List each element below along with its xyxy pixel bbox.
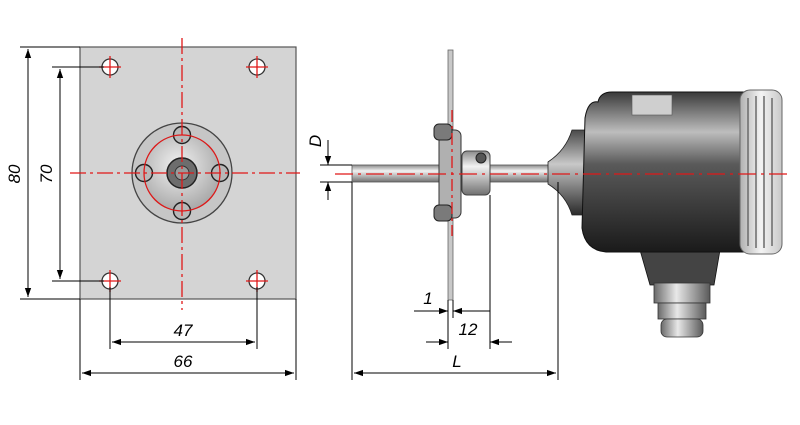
dimension-flange-offset <box>426 195 512 349</box>
housing-body <box>581 91 747 253</box>
lid-ribs <box>747 96 773 248</box>
front-view: 80 70 47 66 <box>5 38 300 380</box>
dimension-wall-thickness <box>414 300 490 318</box>
dimension-width-outer <box>79 299 297 380</box>
label-height-holes: 70 <box>37 164 56 183</box>
housing-label-plate <box>631 94 673 116</box>
side-flange-bolt <box>433 204 453 222</box>
dimension-height-outer <box>20 46 80 300</box>
label-height-outer: 80 <box>5 164 24 183</box>
dimension-width-holes <box>109 287 258 349</box>
label-probe-length: L <box>452 352 461 371</box>
side-view: D 1 12 L <box>306 49 790 380</box>
dimension-probe-length <box>351 182 559 380</box>
dimension-height-holes <box>52 66 104 282</box>
front-centerlines <box>70 38 300 310</box>
cable-gland <box>639 249 721 338</box>
dimension-probe-diameter <box>320 140 352 200</box>
label-width-outer: 66 <box>174 352 193 371</box>
label-probe-diameter: D <box>306 135 325 147</box>
side-centerlines <box>335 110 790 236</box>
label-width-holes: 47 <box>174 321 193 340</box>
side-flange-bolt <box>433 123 453 141</box>
housing-lid <box>739 89 783 255</box>
label-flange-offset: 12 <box>459 320 478 339</box>
clamp-screw <box>475 152 487 164</box>
label-wall-thickness: 1 <box>423 289 432 308</box>
